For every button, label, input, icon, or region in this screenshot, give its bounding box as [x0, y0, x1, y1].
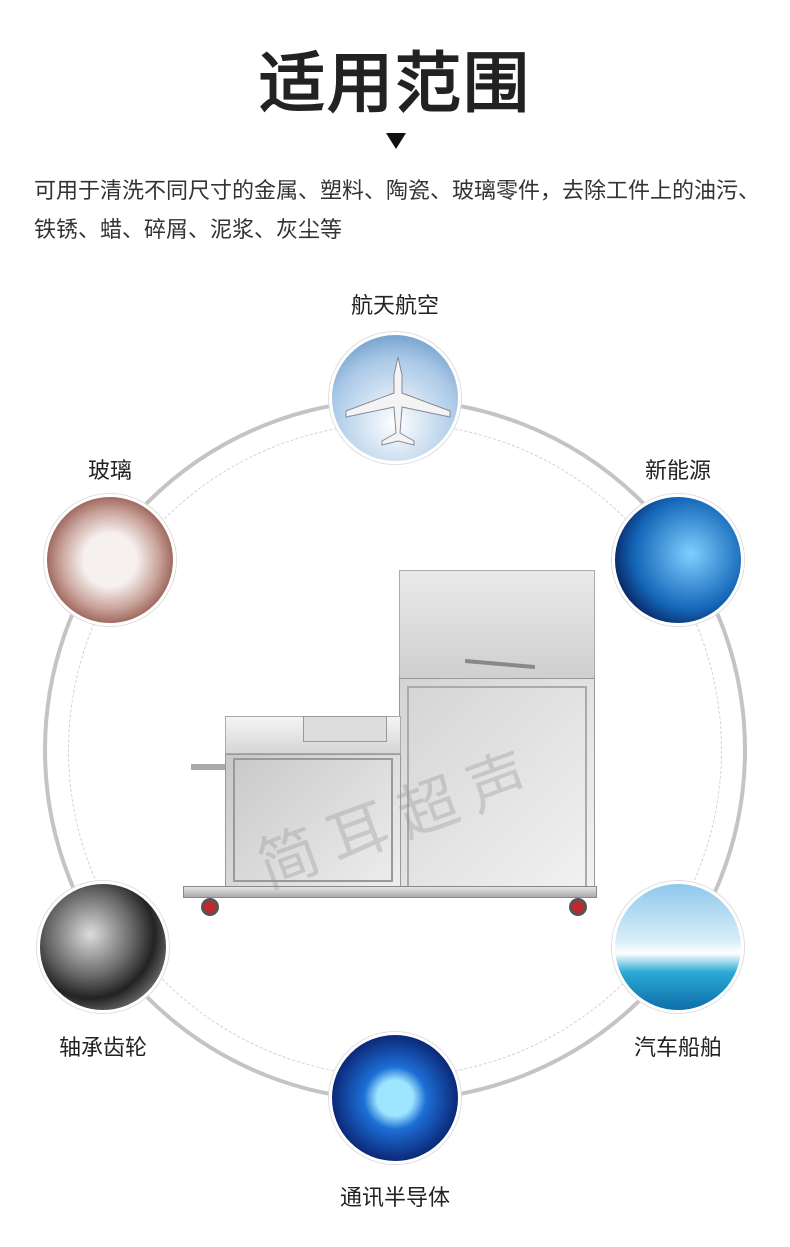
cruise-ship-icon: [612, 881, 744, 1013]
description: 可用于清洗不同尺寸的金属、塑料、陶瓷、玻璃零件，去除工件上的油污、铁锈、蜡、碎屑…: [34, 179, 761, 243]
chip-icon: [329, 1032, 461, 1164]
page-title: 适用范围: [259, 45, 531, 122]
ultrasonic-cleaner-machine: [183, 570, 613, 920]
label-new-energy: 新能源: [644, 459, 711, 484]
down-arrow-icon: [386, 133, 406, 149]
label-bearings-gears: 轴承齿轮: [58, 1036, 147, 1061]
bearings-icon: [37, 881, 169, 1013]
earth-energy-icon: [612, 494, 744, 626]
label-semiconductor: 通讯半导体: [339, 1186, 450, 1211]
label-auto-shipping: 汽车船舶: [633, 1036, 722, 1061]
glass-ring-icon: [44, 494, 176, 626]
airplane-icon: [329, 332, 461, 464]
label-aerospace: 航天航空: [350, 294, 439, 319]
label-glass: 玻璃: [87, 459, 132, 484]
